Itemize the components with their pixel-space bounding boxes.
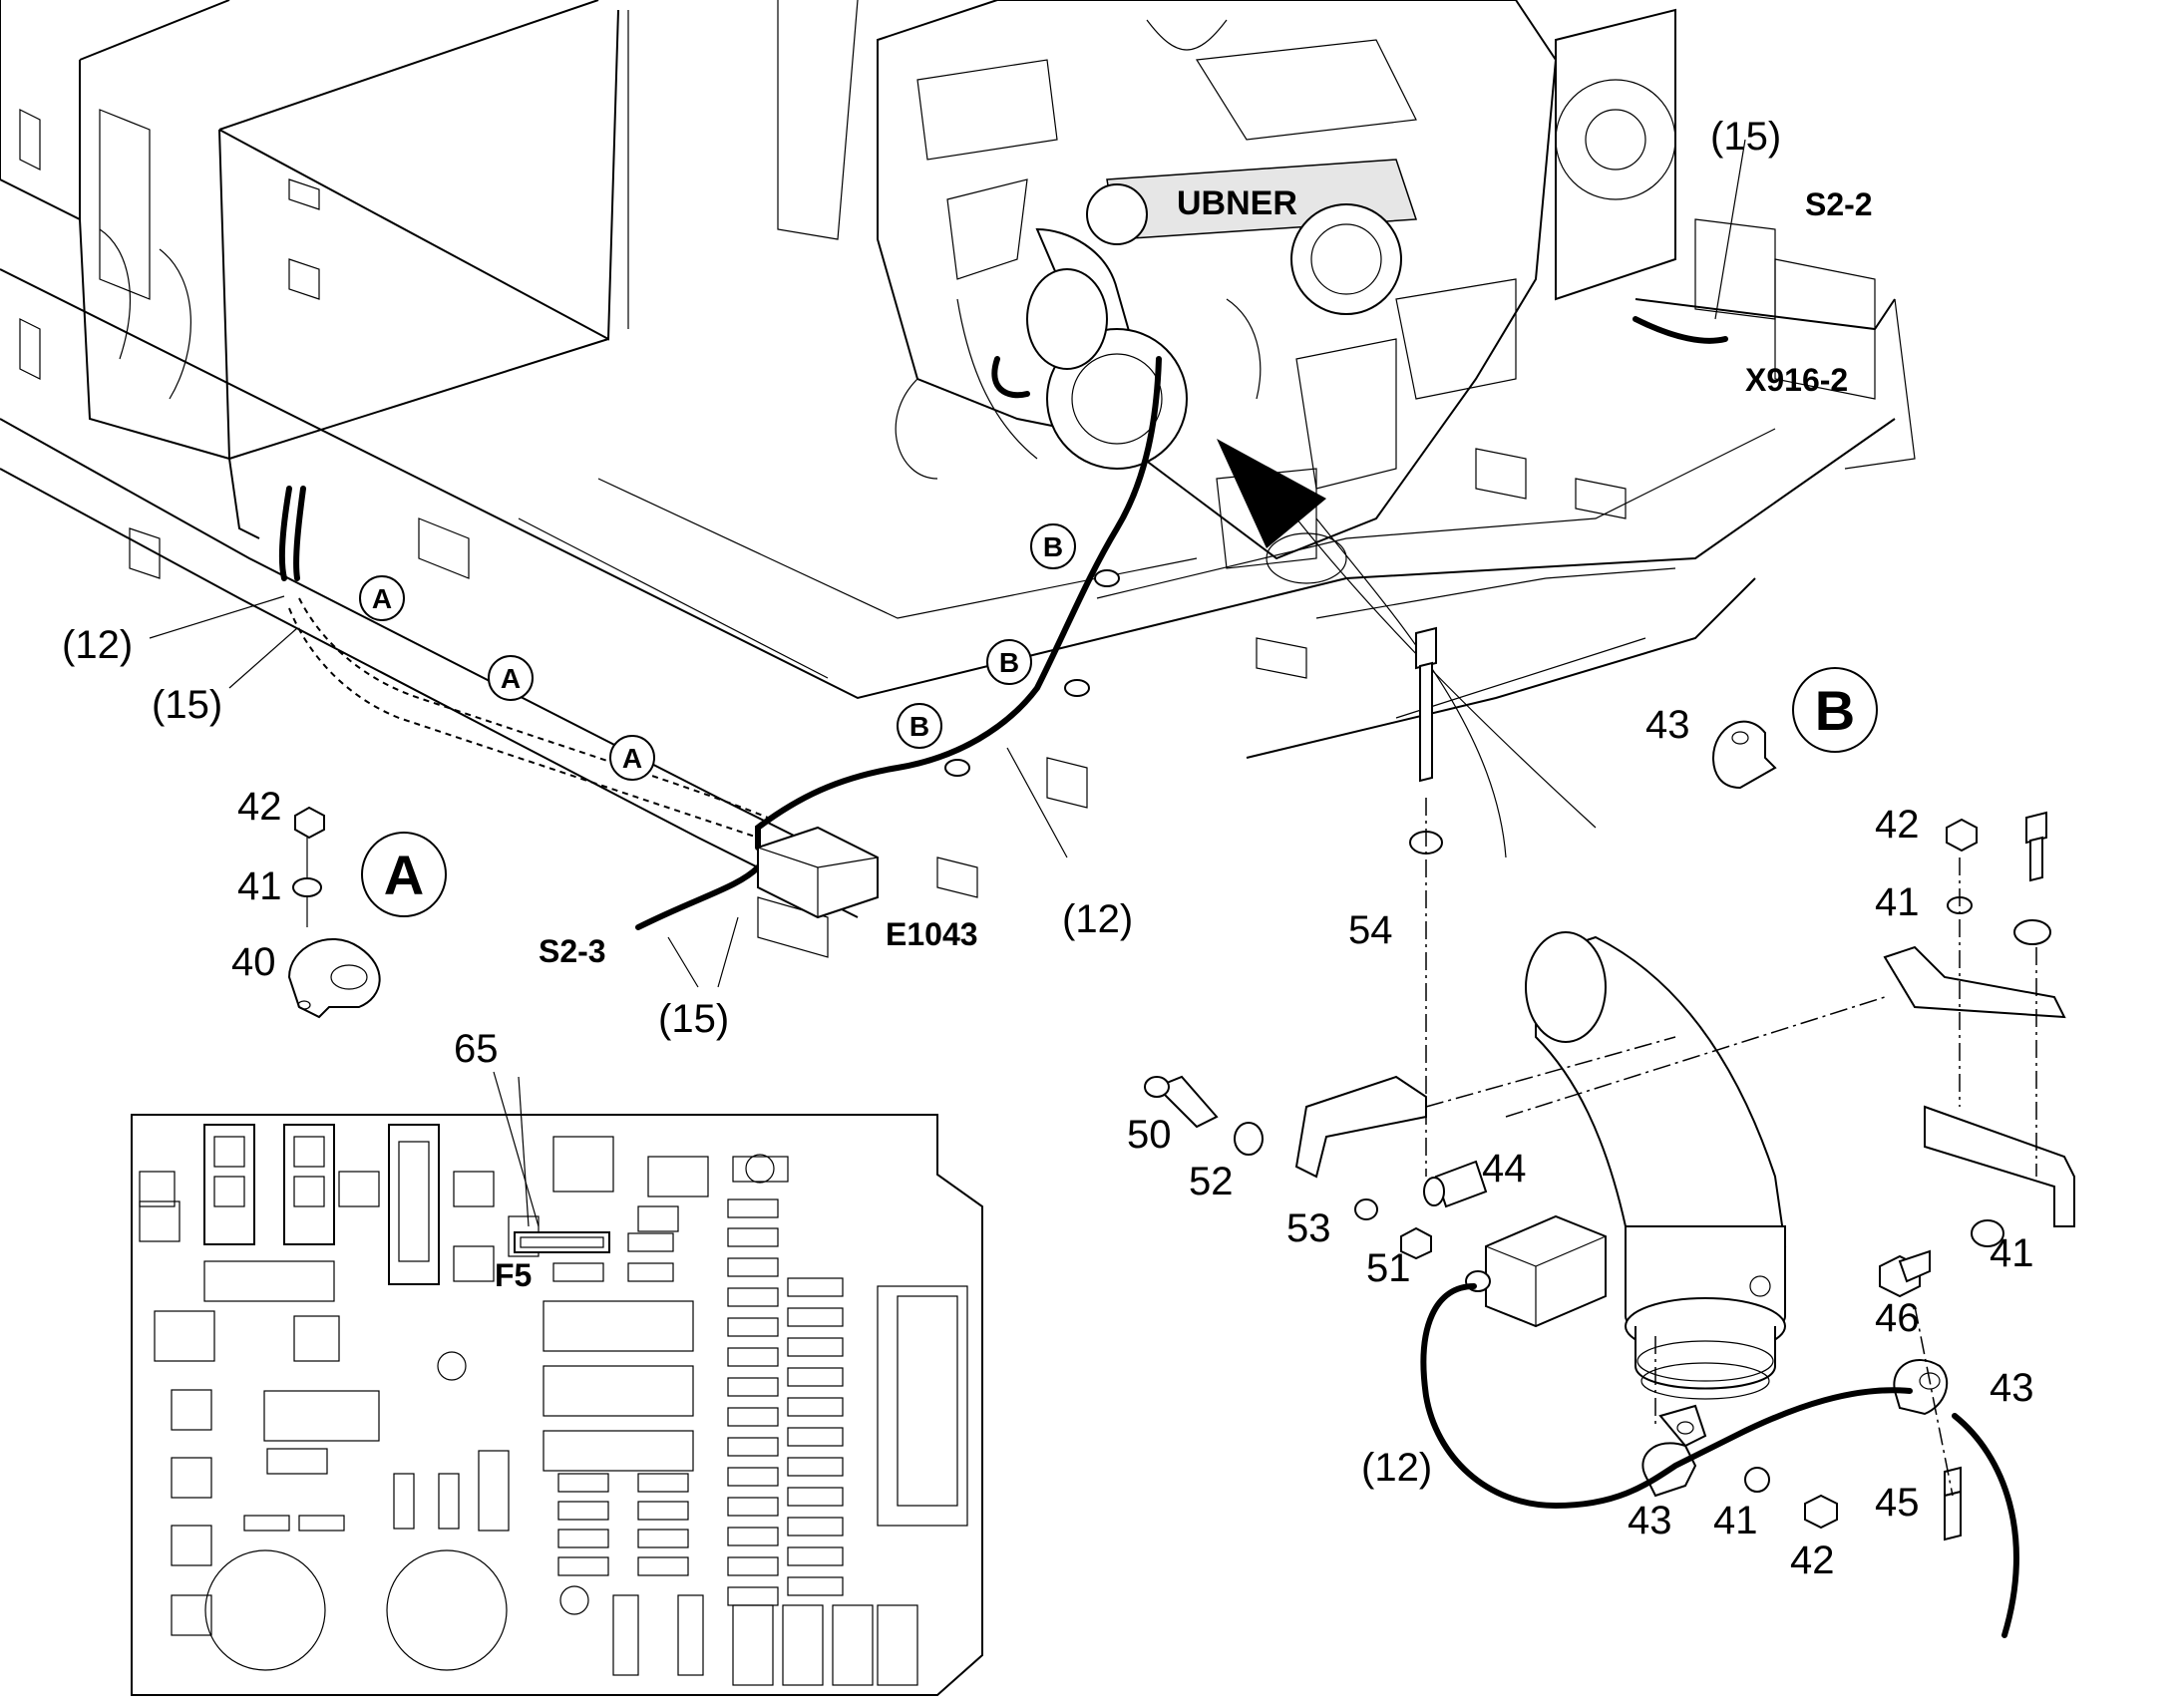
part-label-65: 65	[454, 1027, 499, 1071]
bracket-right-upper	[1883, 945, 2066, 1019]
label-15-left: (15)	[152, 683, 222, 727]
part-label-52: 52	[1189, 1160, 1234, 1203]
part-label-54: 54	[1348, 908, 1393, 952]
detail-b-letter: B	[1815, 679, 1855, 742]
label-12-middle: (12)	[1062, 897, 1133, 941]
nut-42-right	[1946, 818, 1978, 853]
callout-b-2-text: B	[999, 647, 1019, 678]
callout-a-3: A	[609, 735, 655, 781]
washer-53	[1354, 1198, 1378, 1220]
screw-50	[1155, 1075, 1219, 1129]
part-label-51: 51	[1366, 1246, 1411, 1290]
callout-a-1: A	[359, 575, 405, 621]
cable-harness-12	[278, 316, 1728, 930]
label-15-top: (15)	[1710, 115, 1781, 159]
fuse-f5	[514, 1231, 610, 1253]
callout-b-2: B	[986, 639, 1032, 685]
component-label-e1043: E1043	[886, 916, 978, 952]
cable-harness-15	[288, 597, 769, 839]
washer-41-a	[292, 877, 322, 897]
label-15-bottom: (15)	[658, 997, 729, 1041]
detail-a-letter: A	[384, 844, 424, 906]
clamp-43-b	[1711, 720, 1777, 790]
control-unit-e1043	[757, 826, 879, 919]
part-label-42-bottom: 42	[1790, 1538, 1835, 1582]
sensor-44	[1485, 1214, 1607, 1328]
part-label-41-bottom: 41	[1713, 1499, 1758, 1542]
part-label-46: 46	[1875, 1296, 1920, 1340]
callout-a-2-text: A	[501, 663, 521, 694]
part-label-45: 45	[1875, 1481, 1920, 1525]
part-label-43-right: 43	[1990, 1366, 2034, 1410]
leader-65	[493, 1071, 540, 1227]
part-label-41-right-lower: 41	[1990, 1231, 2034, 1275]
label-12-left: (12)	[62, 623, 133, 667]
part-label-43-b: 43	[1645, 703, 1690, 747]
pipe-flange-top	[1525, 931, 1607, 1043]
engine-assembly: UBNER	[877, 0, 1558, 584]
fuse-label-f5: F5	[495, 1257, 532, 1293]
nut-51	[1400, 1226, 1432, 1260]
leader-lines	[149, 139, 1746, 1227]
elbow-pipe	[1535, 935, 1787, 1298]
electrical-cabinet-frame	[0, 0, 859, 539]
callout-a-2: A	[488, 655, 534, 701]
screw-54-shank	[1419, 661, 1433, 783]
detail-a: A 42 41 40	[231, 785, 447, 1019]
connector-label-s2-2: S2-2	[1805, 186, 1873, 222]
callout-b-1-text: B	[1043, 531, 1063, 562]
engine-brand-lettering: UBNER	[1177, 184, 1297, 222]
connector-label-s2-3: S2-3	[539, 933, 606, 969]
part-label-50: 50	[1127, 1113, 1172, 1157]
callout-a-1-text: A	[372, 583, 392, 614]
callout-a-3-text: A	[622, 743, 642, 774]
part-label-40: 40	[231, 940, 276, 984]
connector-label-x916-2: X916-2	[1745, 362, 1848, 398]
nut-42-bottom	[1804, 1494, 1838, 1530]
machine-frame	[0, 268, 1916, 958]
part-label-53: 53	[1286, 1206, 1331, 1250]
detail-b: B 43	[1645, 667, 1878, 790]
fuse-board	[131, 1114, 983, 1696]
bolt-right-head	[2025, 811, 2047, 845]
part-label-42-right: 42	[1875, 803, 1920, 847]
washer-52	[1234, 1122, 1264, 1156]
screw-54-head	[1415, 626, 1437, 670]
label-12-right: (12)	[1361, 1446, 1432, 1490]
washer-41-right-lower	[1971, 1219, 2004, 1247]
callout-b-3: B	[897, 703, 942, 749]
cable-clips	[944, 569, 1120, 777]
bracket-upper	[1294, 1075, 1427, 1179]
washer-right-large	[2013, 919, 2051, 945]
callout-b-3-text: B	[909, 711, 929, 742]
nut-42-a	[294, 806, 325, 840]
exploded-sensor-detail	[1144, 626, 2075, 1638]
clamp-40	[287, 937, 381, 1019]
washer-41-bottom	[1744, 1467, 1770, 1493]
bracket-right-lower	[1924, 1105, 2075, 1227]
radiator-fan-shroud	[1555, 8, 1876, 400]
callout-b-1: B	[1030, 523, 1076, 569]
part-label-41-right: 41	[1875, 880, 1920, 924]
clamp-43-right	[1893, 1359, 1949, 1416]
part-label-44: 44	[1482, 1147, 1527, 1191]
part-label-42-a: 42	[237, 785, 282, 829]
detail-pointer-arrow	[1217, 439, 1597, 858]
part-label-43-bottom: 43	[1628, 1499, 1672, 1542]
part-label-41-a: 41	[237, 864, 282, 908]
